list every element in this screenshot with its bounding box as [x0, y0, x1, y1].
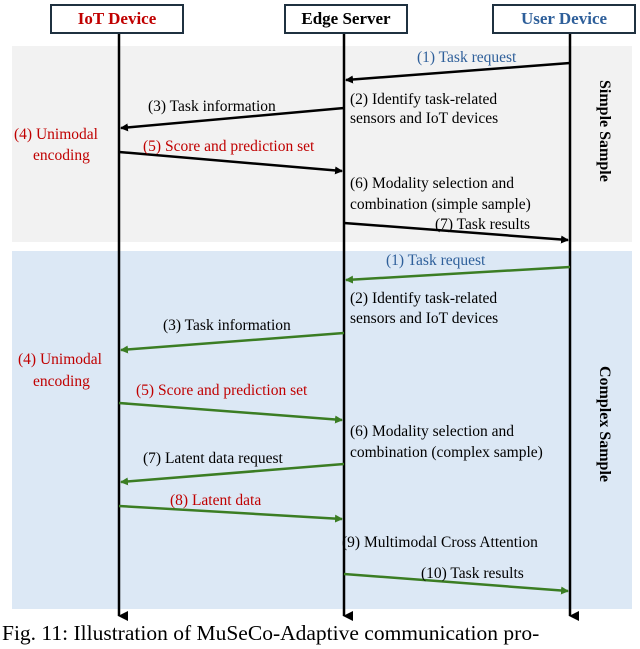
complex-step-5: (5) Score and prediction set: [136, 382, 308, 399]
complex-step-3: (3) Task information: [163, 317, 291, 334]
simple-sample-region: [12, 46, 632, 242]
figure-caption: Fig. 11: Illustration of MuSeCo-Adaptive…: [2, 621, 540, 645]
complex-step-9: (9) Multimodal Cross Attention: [342, 534, 538, 551]
complex-sample-region: [12, 251, 632, 609]
complex-step-1: (1) Task request: [386, 252, 486, 269]
simple-step-1: (1) Task request: [417, 49, 517, 66]
complex-step-6a: (6) Modality selection and: [350, 423, 514, 440]
simple-sample-label: Simple Sample: [596, 80, 613, 182]
simple-step-2b: sensors and IoT devices: [350, 110, 499, 127]
user-device-box: User Device: [492, 4, 636, 34]
simple-step-4b: encoding: [33, 147, 90, 164]
complex-step-8: (8) Latent data: [170, 492, 262, 509]
complex-step-2b: sensors and IoT devices: [350, 310, 499, 327]
complex-step-4a: (4) Unimodal: [18, 351, 102, 368]
complex-step-10: (10) Task results: [421, 565, 524, 582]
simple-step-4a: (4) Unimodal: [14, 126, 98, 143]
complex-step-2a: (2) Identify task-related: [350, 290, 498, 307]
simple-step-5: (5) Score and prediction set: [143, 138, 315, 155]
complex-step-6b: combination (complex sample): [350, 444, 543, 461]
simple-step-6a: (6) Modality selection and: [350, 175, 514, 192]
simple-step-3: (3) Task information: [148, 98, 276, 115]
simple-step-7: (7) Task results: [435, 216, 531, 233]
simple-step-6b: combination (simple sample): [350, 196, 531, 213]
complex-step-4b: encoding: [33, 373, 90, 390]
complex-sample-label: Complex Sample: [596, 366, 613, 482]
simple-step-2a: (2) Identify task-related: [350, 91, 498, 108]
complex-step-7: (7) Latent data request: [143, 450, 283, 467]
edge-server-box: Edge Server: [284, 4, 408, 34]
iot-device-box: IoT Device: [50, 4, 184, 34]
